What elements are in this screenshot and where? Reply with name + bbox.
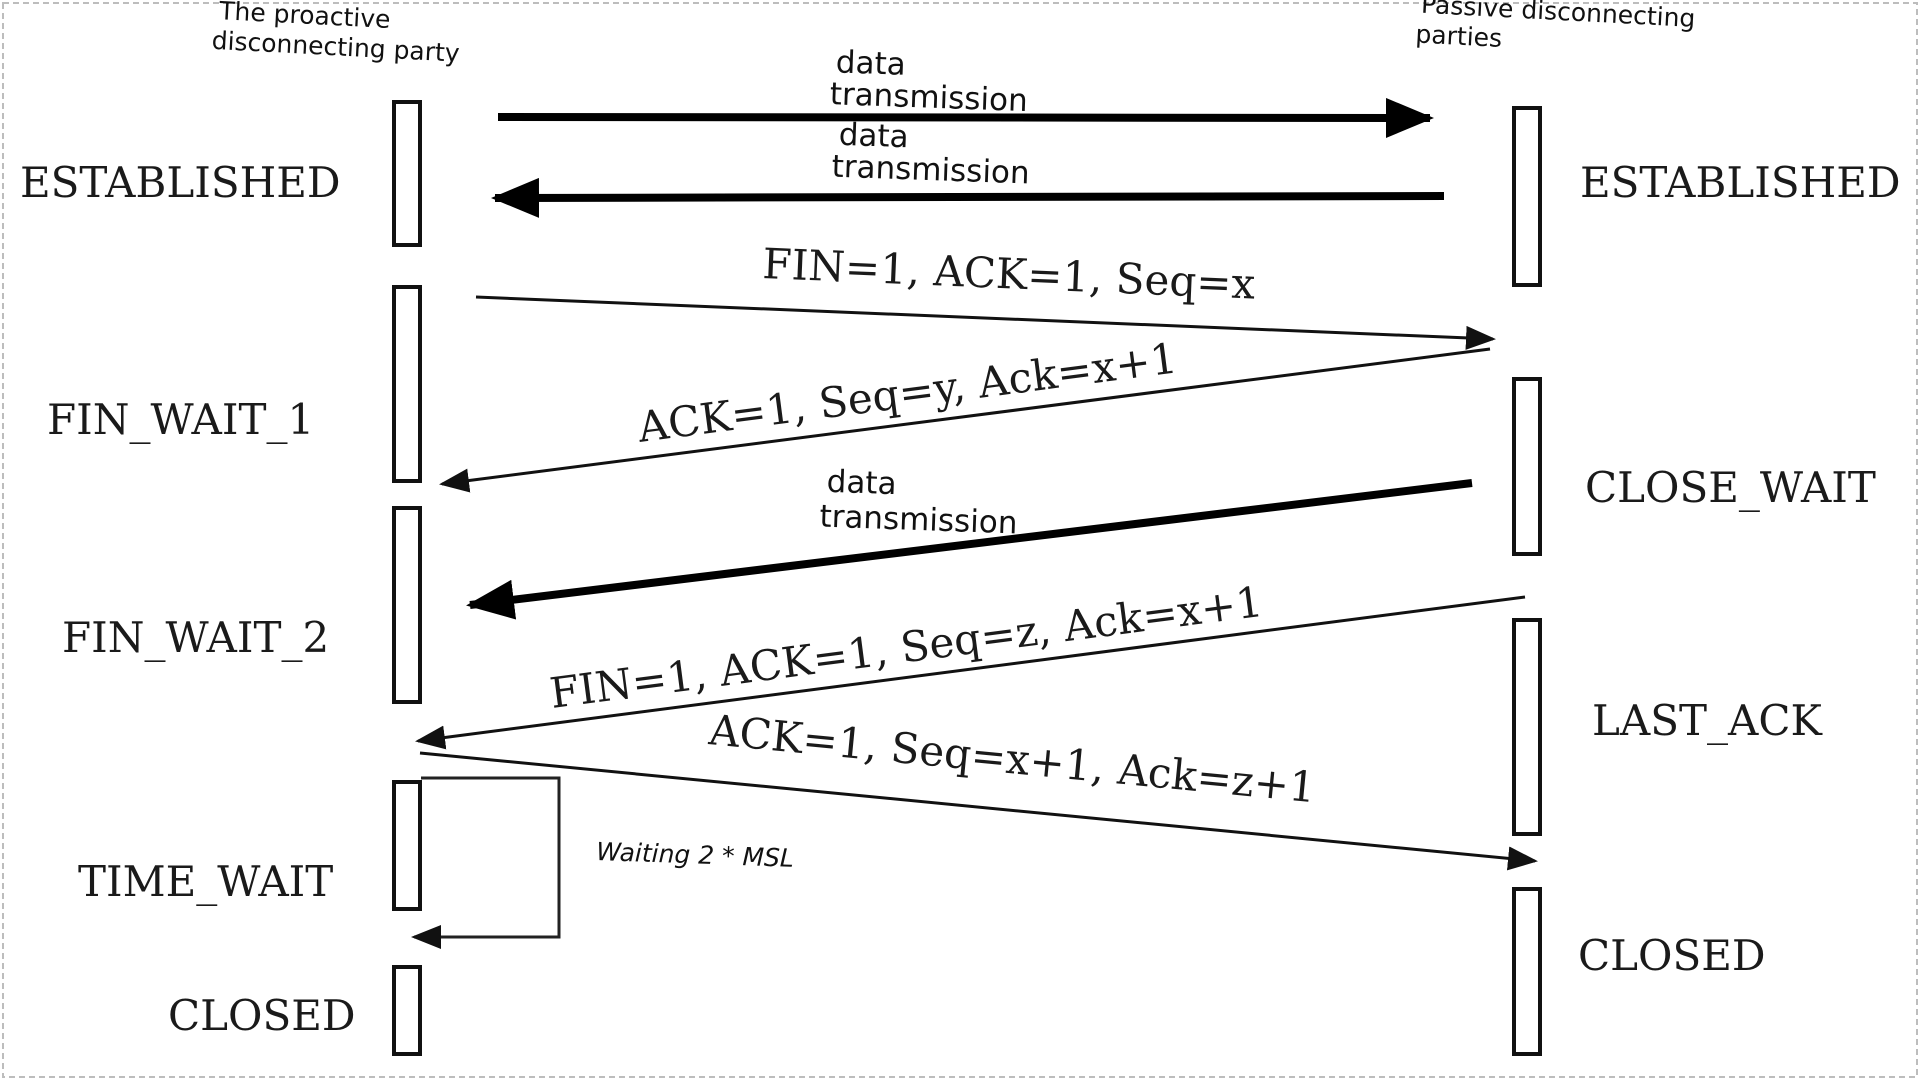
left-party-header: The proactive disconnecting party [211,0,461,68]
fin1-arrow [475,295,1496,350]
data-transmission-arrow-to-passive [497,97,1434,138]
right-state-last-ack: LAST_ACK [1592,696,1823,745]
right-state-closed: CLOSED [1578,931,1766,980]
fin1-label: FIN=1, ACK=1, Seq=x [762,239,1257,309]
ack1-arrow [439,347,1491,493]
left-state-fin-wait-1: FIN_WAIT_1 [47,395,314,444]
right-state-close-wait: CLOSE_WAIT [1585,463,1876,512]
data-label-1-line-1: data [835,44,906,82]
wait-2msl-label: Waiting 2 * MSL [596,837,795,873]
right-established-bar [1512,106,1542,287]
left-closed-bar [392,965,422,1056]
fin2-label: FIN=1, ACK=1, Seq=z, Ack=x+1 [547,577,1266,718]
left-fin-wait-2-bar [392,506,422,704]
right-closed-bar [1512,887,1542,1056]
data-label-1: data transmission [829,44,1028,119]
ack2-label: ACK=1, Seq=x+1, Ack=z+1 [706,705,1318,812]
data-label-3: data transmission [819,464,1018,542]
ack2-arrow [419,751,1538,871]
fin2-arrow [415,595,1526,750]
data-label-3-line-2: transmission [819,499,1018,542]
time-wait-loop-arrow [411,776,561,949]
data-transmission-arrow-half-close [466,479,1473,620]
right-last-ack-bar [1512,618,1542,836]
left-state-closed: CLOSED [168,991,356,1040]
right-close-wait-bar [1512,377,1542,556]
left-established-bar [392,100,422,247]
left-time-wait-bar [392,780,422,911]
left-state-time-wait: TIME_WAIT [78,857,333,906]
data-transmission-arrow-to-proactive [491,177,1445,218]
right-party-header: Passive disconnecting parties [1415,0,1696,53]
left-state-fin-wait-2: FIN_WAIT_2 [62,613,329,662]
data-label-1-line-2: transmission [829,76,1028,119]
right-state-established: ESTABLISHED [1580,158,1901,207]
left-state-established: ESTABLISHED [20,158,341,207]
ack1-label: ACK=1, Seq=y, Ack=x+1 [634,333,1180,452]
data-label-2-line-2: transmission [831,149,1030,192]
right-party-line-2: parties [1415,19,1503,52]
data-label-3-line-1: data [826,464,897,502]
data-label-2-line-1: data [838,117,909,155]
data-label-2: data transmission [831,117,1030,192]
left-party-line-2: disconnecting party [211,26,461,68]
left-fin-wait-1-bar [392,285,422,483]
